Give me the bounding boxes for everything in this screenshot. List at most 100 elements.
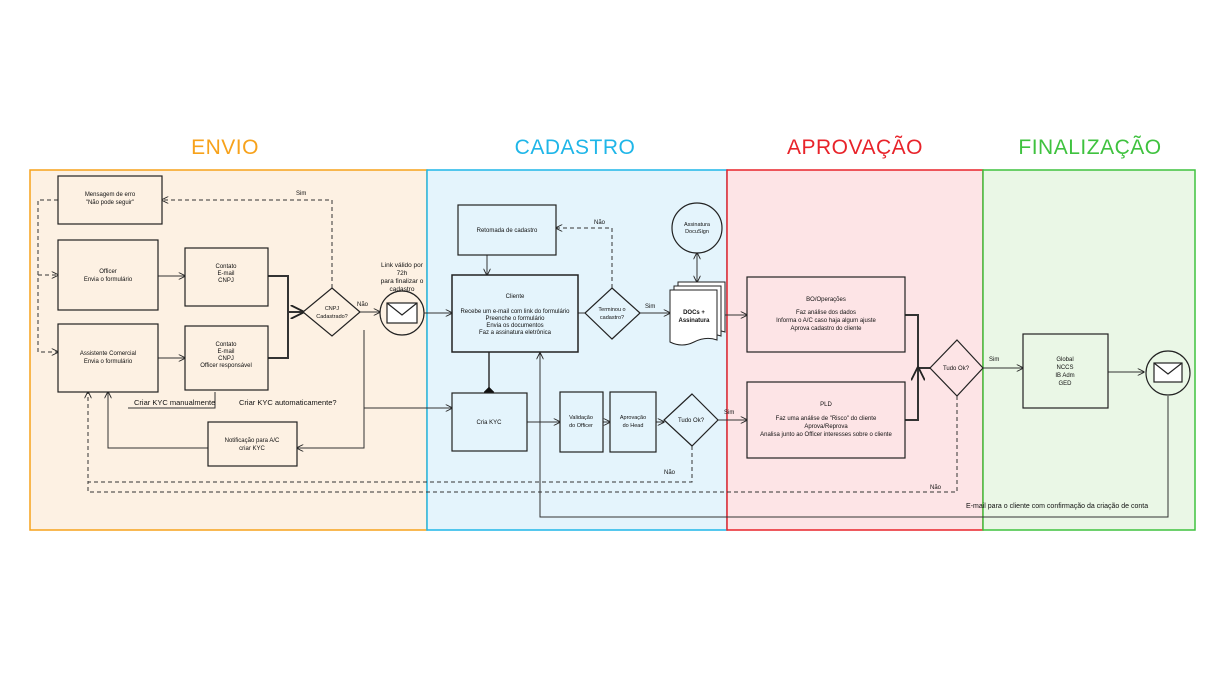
cliente-line5: Faz a assinatura eletrônica bbox=[479, 330, 552, 336]
node-cria-kyc: Cria KYC bbox=[451, 392, 528, 452]
terminou-line2: cadastro? bbox=[600, 315, 624, 321]
cria-kyc-line1: Cria KYC bbox=[476, 420, 502, 426]
contato-officer-line2: E-mail bbox=[217, 271, 234, 277]
edge-tudo2-nao bbox=[87, 396, 958, 493]
node-cliente: Cliente Recebe um e-mail com link do for… bbox=[451, 274, 579, 353]
edge-contato2-cnpj bbox=[268, 312, 289, 359]
pld-line4: Analisa junto ao Officer interesses sobr… bbox=[760, 432, 892, 438]
bo-line4: Aprova cadastro do cliente bbox=[790, 326, 862, 332]
validacao-line2: do Officer bbox=[569, 423, 593, 429]
cliente-line2: Recebe um e-mail com link do formulário bbox=[460, 309, 570, 315]
docs-line1: DOCs + bbox=[683, 310, 705, 316]
node-aprovacao-head: Aprovação do Head bbox=[609, 391, 657, 453]
edge-contato1-cnpj bbox=[268, 275, 303, 312]
node-validacao: Validação do Officer bbox=[559, 391, 604, 453]
bo-line1: BO/Operações bbox=[806, 297, 846, 303]
contato-assistente-line2: E-mail bbox=[217, 349, 234, 355]
edge-pld-tudo2 bbox=[905, 368, 918, 421]
contato-assistente-line3: CNPJ bbox=[218, 356, 234, 362]
edge-label-nao-cnpj: Não bbox=[357, 302, 369, 308]
phase-title-cadastro: CADASTRO bbox=[514, 136, 636, 159]
contato-assistente-line4: Officer responsável bbox=[200, 363, 252, 369]
node-retomada: Retomada de cadastro bbox=[457, 204, 557, 256]
edge-label-sim-top: Sim bbox=[296, 191, 306, 197]
edge-label-sim-terminou: Sim bbox=[645, 304, 655, 310]
cnpj-decision-line1: CNPJ bbox=[325, 306, 340, 312]
global-line3: IB Adm bbox=[1055, 373, 1074, 379]
edge-auto-notif bbox=[297, 408, 365, 448]
node-notificacao: Notificação para A/C criar KYC bbox=[207, 421, 298, 467]
edge-left-dashed bbox=[37, 199, 58, 352]
assistente-line2: Envia o formulário bbox=[84, 359, 133, 365]
node-pld: PLD Faz uma análise de "Risco" do client… bbox=[746, 381, 906, 459]
validacao-line1: Validação bbox=[569, 415, 593, 421]
contato-officer-line3: CNPJ bbox=[218, 278, 234, 284]
edge-label-criar-manual: Criar KYC manualmente bbox=[134, 398, 215, 407]
node-cnpj-decision: CNPJ Cadastrado? bbox=[302, 287, 361, 337]
edge-label-nao-tudo1: Não bbox=[664, 470, 676, 476]
phase-title-aprovacao: APROVAÇÃO bbox=[787, 136, 923, 159]
contato-officer-line1: Contato bbox=[215, 264, 237, 270]
docs-line2: Assinatura bbox=[678, 318, 710, 324]
node-docusign: Assinatura DocuSign bbox=[671, 202, 723, 254]
assistente-line1: Assistente Comercial bbox=[80, 351, 136, 357]
aprovacao-head-line2: do Head bbox=[623, 423, 644, 429]
mensagem-erro-line1: Mensagem de erro bbox=[85, 192, 136, 198]
edge-email-final bbox=[540, 353, 1169, 518]
edge-label-email-final: E-mail para o cliente com confirmação da… bbox=[966, 503, 1148, 510]
node-assistente: Assistente Comercial Envia o formulário bbox=[57, 323, 159, 393]
aprovacao-head-line1: Aprovação bbox=[620, 415, 646, 421]
docusign-line2: DocuSign bbox=[685, 229, 709, 235]
node-tudo-ok-1: Tudo Ok? bbox=[663, 393, 719, 447]
retomada-line1: Retomada de cadastro bbox=[477, 228, 538, 234]
edge-notif-assistente bbox=[108, 392, 208, 449]
pld-line3: Aprova/Reprova bbox=[804, 424, 848, 430]
edge-label-sim-tudo2: Sim bbox=[989, 357, 999, 363]
link-label-line4: cadastro bbox=[390, 286, 415, 293]
bo-line3: Informa o A/C caso haja algum ajuste bbox=[776, 318, 876, 324]
pld-line2: Faz uma análise de "Risco" do cliente bbox=[776, 416, 877, 422]
link-label-line2: 72h bbox=[397, 270, 408, 277]
node-contato-assistente: Contato E-mail CNPJ Officer responsável bbox=[184, 325, 269, 391]
edge-label-sim-tudo1: Sim bbox=[724, 410, 734, 416]
edge-cnpj-sim bbox=[162, 200, 333, 288]
pld-line1: PLD bbox=[820, 402, 832, 408]
global-line1: Global bbox=[1056, 357, 1073, 363]
envelope-icon bbox=[1153, 362, 1183, 383]
tudo-ok-1-line1: Tudo Ok? bbox=[678, 418, 705, 424]
node-mensagem-erro: Mensagem de erro "Não pode seguir" bbox=[57, 175, 163, 225]
notificacao-line1: Notificação para A/C bbox=[225, 438, 280, 444]
mensagem-erro-line2: "Não pode seguir" bbox=[86, 200, 134, 206]
node-contato-officer: Contato E-mail CNPJ bbox=[184, 247, 269, 307]
link-label: Link válido por 72h para finalizar o cad… bbox=[381, 262, 424, 293]
bo-line2: Faz análise dos dados bbox=[796, 310, 856, 316]
edge-tudo1-nao bbox=[88, 392, 693, 483]
node-terminou-decision: Terminou o cadastro? bbox=[584, 287, 641, 340]
phase-title-finalizacao: FINALIZAÇÃO bbox=[1018, 136, 1162, 159]
notificacao-line2: criar KYC bbox=[239, 446, 265, 452]
docusign-line1: Assinatura bbox=[684, 222, 711, 228]
node-tudo-ok-2: Tudo Ok? bbox=[929, 339, 984, 397]
edge-label-criar-auto: Criar KYC automaticamente? bbox=[239, 398, 337, 407]
node-bo: BO/Operações Faz análise dos dados Infor… bbox=[746, 276, 906, 353]
cliente-line1: Cliente bbox=[506, 294, 525, 300]
tudo-ok-2-line1: Tudo Ok? bbox=[943, 366, 970, 372]
node-officer: Officer Envia o formulário bbox=[57, 239, 159, 311]
node-global: Global NCCS IB Adm GED bbox=[1022, 333, 1109, 409]
envelope-icon bbox=[386, 302, 418, 324]
cliente-line3: Preenche o formulário bbox=[485, 316, 545, 322]
cliente-line4: Envia os documentos bbox=[486, 323, 543, 329]
officer-line2: Envia o formulário bbox=[84, 277, 133, 283]
cnpj-decision-line2: Cadastrado? bbox=[316, 314, 348, 320]
link-label-line3: para finalizar o bbox=[381, 278, 424, 285]
edge-criar-manual bbox=[128, 392, 216, 409]
link-label-line1: Link válido por bbox=[381, 262, 424, 269]
node-email-final bbox=[1145, 350, 1191, 396]
contato-assistente-line1: Contato bbox=[215, 342, 237, 348]
phase-title-envio: ENVIO bbox=[191, 136, 259, 159]
global-line2: NCCS bbox=[1056, 365, 1073, 371]
edge-label-nao-terminou: Não bbox=[594, 220, 606, 226]
edge-label-nao-tudo2: Não bbox=[930, 485, 942, 491]
node-docs: DOCs + Assinatura bbox=[669, 281, 726, 346]
